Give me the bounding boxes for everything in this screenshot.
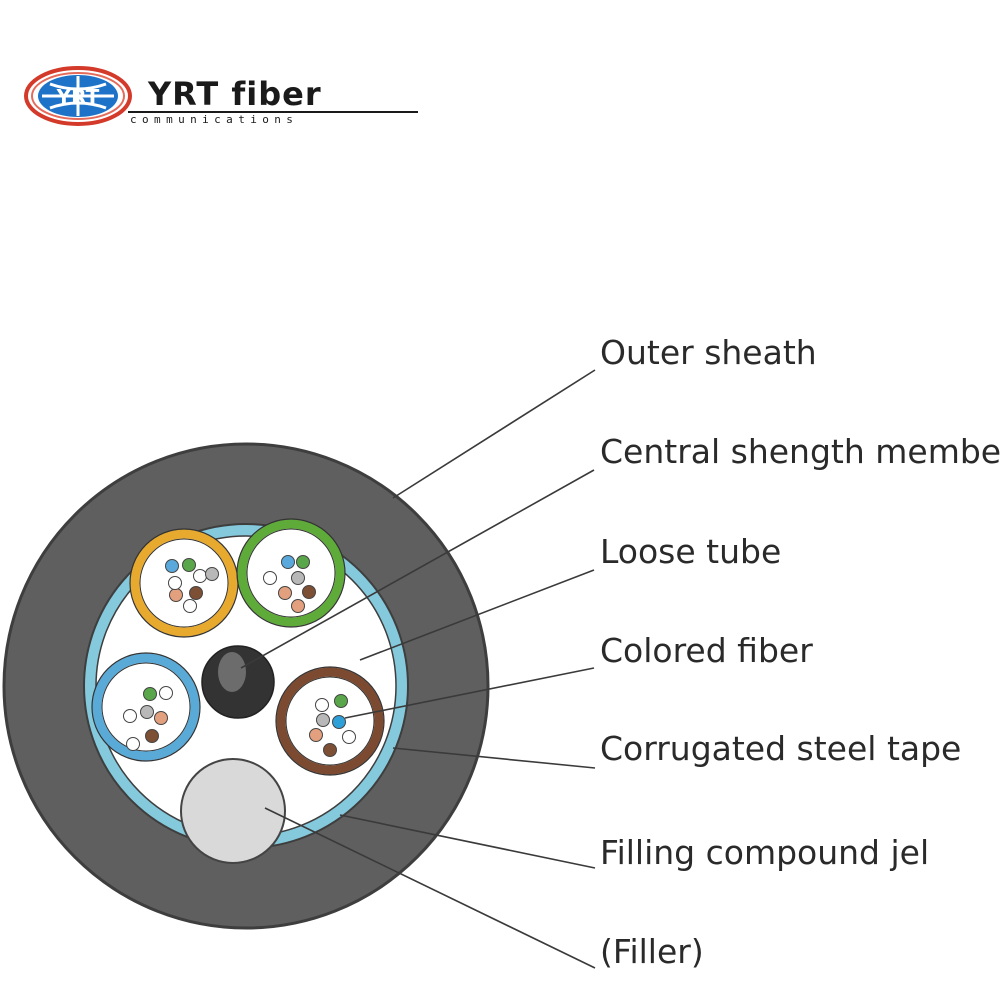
label-filler: (Filler)	[600, 932, 704, 971]
leader-loose-tube	[359, 569, 595, 661]
brand-tagline: communications	[130, 113, 299, 126]
loose-tube-green	[236, 518, 346, 628]
filler-shape	[180, 758, 286, 864]
label-outer-sheath: Outer sheath	[600, 333, 817, 372]
brand-name: YRT fiber	[148, 75, 322, 113]
fibers-blue-tube	[123, 686, 173, 751]
label-central-strength-member: Central shength member	[600, 432, 1000, 471]
leader-filler	[264, 807, 596, 969]
logo-mark: YRT	[56, 85, 100, 109]
leader-lines	[240, 369, 596, 969]
loose-tube-yellow	[129, 528, 239, 638]
leader-filling-compound-jel	[339, 814, 596, 869]
company-logo: YRT	[20, 58, 420, 138]
leader-colored-fiber	[344, 667, 595, 719]
loose-tube-brown	[275, 666, 385, 776]
fibers-brown-tube	[309, 694, 356, 757]
leader-outer-sheath	[392, 369, 596, 499]
leader-central-strength-member	[240, 469, 595, 669]
globe-logo-icon: YRT	[24, 66, 132, 126]
leader-corrugated-steel-tape	[392, 747, 596, 769]
brand-divider	[128, 111, 418, 113]
fibers-green-tube	[263, 555, 316, 613]
label-colored-fiber: Colored fiber	[600, 631, 813, 670]
central-member-highlight	[218, 652, 246, 692]
fibers-yellow-tube	[165, 558, 219, 613]
label-filling-compound-jel: Filling compound jel	[600, 833, 930, 872]
label-loose-tube: Loose tube	[600, 532, 782, 571]
label-corrugated-steel-tape: Corrugated steel tape	[600, 729, 962, 768]
